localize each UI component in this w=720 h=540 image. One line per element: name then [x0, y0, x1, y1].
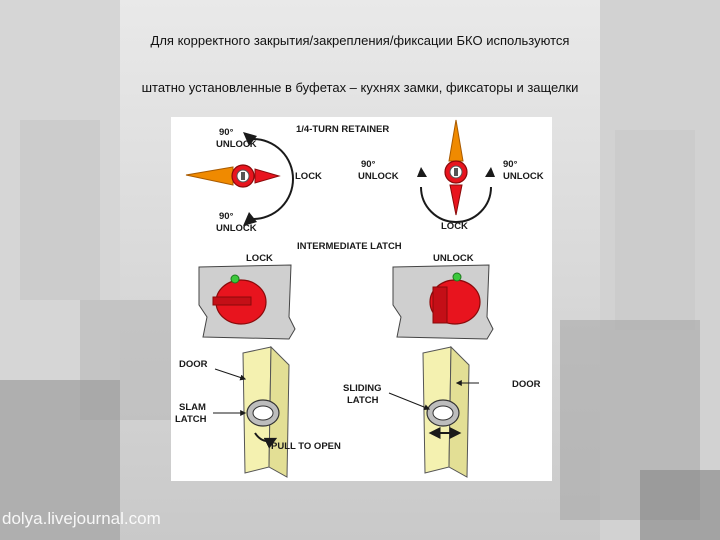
- right-right-unlock: UNLOCK: [503, 171, 544, 182]
- right-left-unlock: UNLOCK: [358, 171, 399, 182]
- pull-direction-arrow: [254, 432, 278, 449]
- latch-lock-label: LOCK: [246, 253, 273, 264]
- right-lock-label: LOCK: [441, 221, 468, 232]
- rotation-arc: [420, 186, 492, 223]
- left-top-unlock: UNLOCK: [216, 139, 257, 150]
- arrow-head-bottom: [243, 212, 257, 226]
- retainer-handle-orange: [185, 166, 234, 186]
- left-quarter-turn-retainer: 90° UNLOCK LOCK 90° UNLOCK: [185, 127, 322, 234]
- sliding-label-line1: SLIDING: [343, 383, 382, 394]
- latch-lever: [432, 286, 448, 324]
- sliding-latch-door-right: DOOR SLIDING LATCH: [343, 345, 541, 478]
- retainer-handle-orange: [448, 119, 464, 162]
- slam-label-line1: SLAM: [179, 402, 206, 413]
- sliding-label-line2: LATCH: [347, 395, 379, 406]
- left-bottom-angle: 90°: [219, 211, 234, 222]
- lock-indicator-green-dot: [230, 274, 240, 284]
- right-left-angle: 90°: [361, 159, 376, 170]
- right-right-angle: 90°: [503, 159, 518, 170]
- left-bottom-unlock: UNLOCK: [216, 223, 257, 234]
- left-top-angle: 90°: [219, 127, 234, 138]
- lock-indicator-green-dot: [452, 272, 462, 282]
- pull-to-open-label: PULL TO OPEN: [271, 441, 341, 452]
- arrow-head-top: [243, 132, 257, 146]
- right-quarter-turn-retainer: 90° UNLOCK 90° UNLOCK LOCK: [358, 119, 544, 232]
- left-lock-label: LOCK: [295, 171, 322, 182]
- latch-unlock-label: UNLOCK: [433, 253, 474, 264]
- arrow-head-right: [485, 167, 495, 177]
- slam-latch-door-left: DOOR SLAM LATCH PULL TO OPEN: [175, 345, 341, 478]
- retainer-handle-red-tip: [254, 168, 281, 184]
- watermark-text: dolya.livejournal.com: [2, 509, 161, 528]
- arrow-head-left: [417, 167, 427, 177]
- caption-line-2: штатно установленные в буфетах – кухнях …: [141, 80, 579, 95]
- retainer-title: 1/4-TURN RETAINER: [296, 124, 389, 135]
- slam-label-line2: LATCH: [175, 414, 207, 425]
- door-right-label: DOOR: [512, 379, 541, 390]
- latch-lever: [212, 296, 252, 306]
- intermediate-latch-unlocked: [392, 264, 494, 340]
- intermediate-latch-title: INTERMEDIATE LATCH: [297, 241, 402, 252]
- rotation-arc: [252, 138, 294, 220]
- caption-line-1: Для корректного закрытия/закрепления/фик…: [150, 33, 570, 48]
- latch-diagram-figure: 1/4-TURN RETAINER 90° UNLOCK LOCK 90° UN…: [171, 117, 552, 481]
- intermediate-latch-locked: [198, 264, 296, 340]
- door-left-label: DOOR: [179, 359, 208, 370]
- retainer-handle-red-tip: [449, 184, 463, 216]
